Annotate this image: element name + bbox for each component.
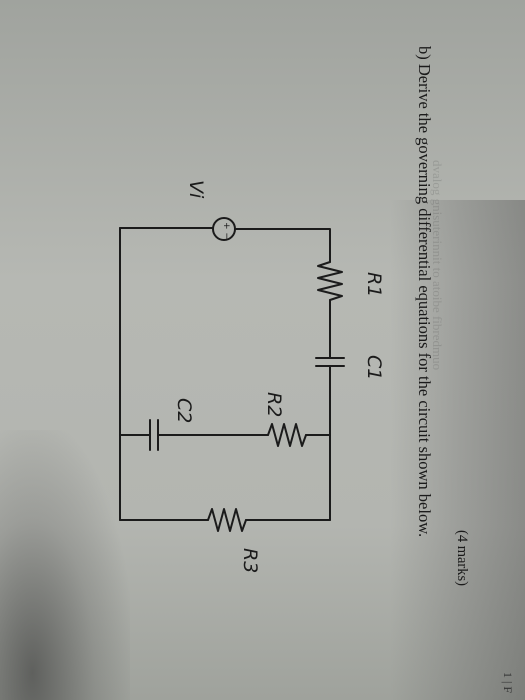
label-r3: R3 xyxy=(239,548,261,573)
page-shadow xyxy=(390,200,525,700)
label-c1: C1 xyxy=(363,355,385,380)
source-label: Vi xyxy=(185,180,207,199)
label-r1: R1 xyxy=(363,272,385,297)
resistor-r3 xyxy=(207,508,247,532)
resistor-r1 xyxy=(317,261,343,301)
source-right-wire xyxy=(234,228,331,263)
source-polarity: + − xyxy=(221,222,231,240)
resistor-r2 xyxy=(267,423,307,447)
hand-shadow xyxy=(0,430,130,700)
label-r2: R2 xyxy=(263,392,285,417)
label-c2: C2 xyxy=(173,398,195,423)
